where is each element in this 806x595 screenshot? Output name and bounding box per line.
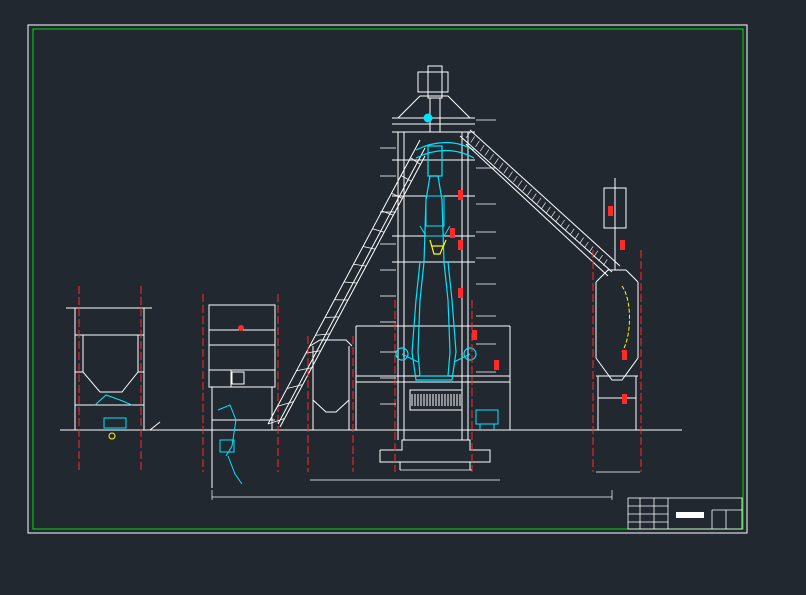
downcomer-hatch-line <box>480 145 484 151</box>
downcomer-hatch-line <box>561 220 565 226</box>
transfer-marker-icon <box>238 325 244 331</box>
downcomer-hatch-line <box>551 211 555 217</box>
stockhouse-bin <box>310 340 352 430</box>
downcomer-hatch-line <box>565 224 569 230</box>
truss-web-member <box>344 282 357 283</box>
downcomer-hatch-line <box>513 176 517 182</box>
transfer-centerlines <box>203 294 278 472</box>
foundation <box>380 440 490 470</box>
downcomer-hatch-line <box>570 229 574 235</box>
elevation-marks-right <box>476 120 496 372</box>
downcomer-hatch-line <box>532 194 536 200</box>
downcomer-hatch-line <box>528 189 532 195</box>
downcomer-hatch-line <box>556 216 560 222</box>
downcomer-hatch-line <box>499 163 503 169</box>
outer-drawing-frame <box>28 25 747 533</box>
downcomer-hatch-line <box>518 180 522 186</box>
downcomer-hatch-line <box>471 136 475 142</box>
truss-web-member <box>373 229 385 232</box>
dimension-lines <box>212 470 640 500</box>
silo-centerlines <box>308 336 353 472</box>
downcomer-hatch-line <box>485 150 489 156</box>
inner-drawing-frame <box>33 29 743 529</box>
downcomer-pipe <box>460 130 620 276</box>
dust-catcher-centerlines <box>593 250 641 472</box>
downcomer-hatch-line <box>599 255 603 261</box>
downcomer-hatch-line <box>523 185 527 191</box>
downcomer-hatch-line <box>542 202 546 208</box>
transfer-equipment <box>218 405 242 484</box>
transfer-station <box>209 305 275 488</box>
truss-web-member <box>287 385 303 389</box>
downcomer-hatch-line <box>580 238 584 244</box>
truss-web-member <box>316 334 330 335</box>
dust-catcher-liner <box>622 286 630 352</box>
truss-web-member <box>363 247 375 250</box>
downcomer-hatch-line <box>603 260 607 266</box>
downcomer-hatch-line <box>594 251 598 257</box>
downcomer-hatch-line <box>490 154 494 160</box>
downcomer-hatch-line <box>575 233 579 239</box>
truss-web-member <box>354 264 367 266</box>
truss-web-member <box>297 368 312 371</box>
furnace-frame <box>356 66 510 440</box>
cast-house-equipment <box>476 410 498 430</box>
dust-catcher <box>596 178 638 430</box>
title-block <box>628 498 742 529</box>
downcomer-hatch-line <box>494 158 498 164</box>
bin-marker-icon <box>109 433 115 439</box>
downcomer-hatch-line <box>504 167 508 173</box>
elevation-marks-left <box>380 148 396 404</box>
downcomer-hatch-line <box>584 242 588 248</box>
truss-web-member <box>325 317 339 318</box>
downcomer-hatching <box>466 132 607 266</box>
hearth-tuyere-zone <box>410 390 462 410</box>
blast-furnace-body <box>396 143 476 381</box>
downcomer-hatch-line <box>589 246 593 252</box>
raw-material-bin <box>66 308 160 430</box>
downcomer-hatch-line <box>546 207 550 213</box>
downcomer-hatch-line <box>537 198 541 204</box>
skip-bridge-truss <box>268 140 425 427</box>
top-gantry <box>392 96 475 124</box>
downcomer-hatch-line <box>509 172 513 178</box>
downcomer-hatch-line <box>475 141 479 147</box>
